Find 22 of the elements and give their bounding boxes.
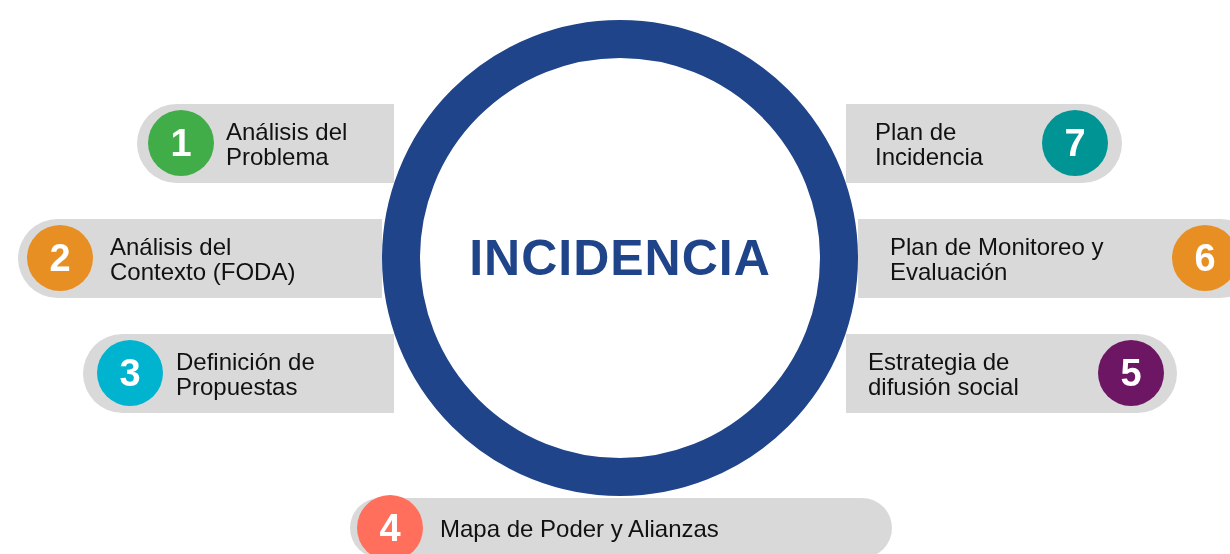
step-label: Plan de Monitoreo y Evaluación <box>890 233 1105 284</box>
step-pill <box>350 498 892 554</box>
step-number-circle: 5 <box>1098 340 1164 406</box>
step-label: Análisis del Contexto (FODA) <box>110 233 297 284</box>
step-label: Mapa de Poder y Alianzas <box>440 515 720 541</box>
step-pill <box>18 219 382 298</box>
step-pill <box>137 104 394 183</box>
step-number-circle: 2 <box>27 225 93 291</box>
step-number-circle: 1 <box>148 110 214 176</box>
step-pill <box>83 334 394 413</box>
center-title: INCIDENCIA <box>469 229 771 287</box>
step-number-circle: 7 <box>1042 110 1108 176</box>
step-pill <box>858 219 1230 298</box>
step-label: Plan de Incidencia <box>875 118 985 169</box>
step-label: Definición de Propuestas <box>176 348 316 399</box>
step-number-circle: 6 <box>1172 225 1230 291</box>
step-label: Análisis del Problema <box>226 118 349 169</box>
step-number-circle: 3 <box>97 340 163 406</box>
step-pill <box>846 334 1177 413</box>
step-pill <box>846 104 1122 183</box>
step-number-circle: 4 <box>357 495 423 554</box>
step-label: Estrategia de difusión social <box>868 348 1020 399</box>
